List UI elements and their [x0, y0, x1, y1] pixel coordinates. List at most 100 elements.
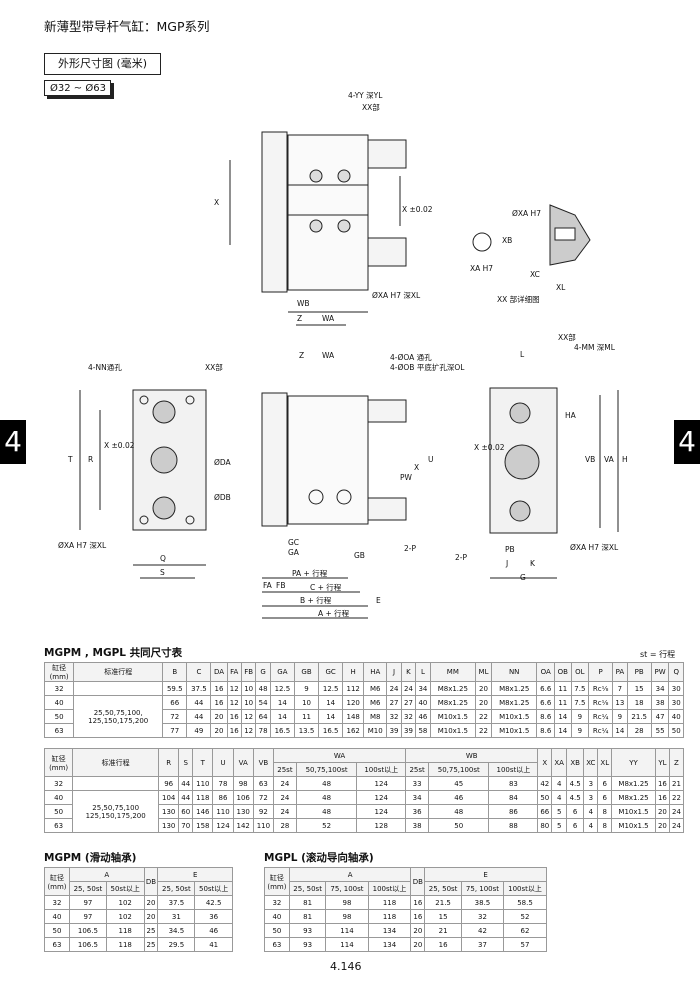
table-cell: 20 [210, 709, 228, 724]
table-cell: 37.5 [157, 895, 196, 910]
table-cell: M10x1.5 [490, 709, 538, 724]
svg-text:WB: WB [297, 299, 310, 308]
table-cell: 16 [226, 723, 242, 738]
table-subheader-cell: 100st以上 [503, 881, 547, 896]
table-cell: 98 [325, 895, 369, 910]
table-cell: 124 [356, 776, 407, 791]
table-cell: 6.6 [536, 695, 556, 710]
table-header-cell: E [157, 867, 233, 882]
table-cell: 102 [105, 909, 145, 924]
table-subheader-cell: 25, 50st [424, 881, 462, 896]
table-cell: 24 [400, 681, 417, 696]
table-cell: 98 [232, 776, 254, 791]
stroke-cell [73, 681, 164, 696]
table-cell: 21.5 [626, 709, 652, 724]
table-header-cell: XC [583, 748, 599, 777]
table-header-cell: XA [551, 748, 568, 777]
table-cell: 16 [210, 681, 228, 696]
bore-cell: 63 [43, 818, 74, 833]
table-header-cell: OL [570, 662, 590, 682]
table-cell: 97 [68, 909, 107, 924]
table-cell: 48 [255, 681, 271, 696]
table-cell: 20 [210, 723, 228, 738]
table-cell: 50 [537, 790, 553, 805]
svg-text:XA H7: XA H7 [470, 264, 493, 273]
svg-text:L: L [520, 350, 525, 359]
table-header-cell: X [537, 748, 553, 777]
stroke-unit-note: st = 行程 [640, 650, 676, 659]
table-cell: 4 [551, 776, 568, 791]
table-cell: 8.6 [536, 723, 556, 738]
table-cell: 146 [192, 804, 214, 819]
table-cell: 96 [158, 776, 180, 791]
table-header-cell: S [178, 748, 194, 777]
table-header-cell: DA [210, 662, 228, 682]
table-cell: M8x1.25 [611, 790, 656, 805]
table-cell: 63 [44, 937, 70, 952]
table-cell: M10x1.5 [429, 723, 477, 738]
table-cell: 31 [157, 909, 196, 924]
table-cell: 102 [105, 895, 145, 910]
svg-text:R: R [88, 455, 93, 464]
mgpm-table-title: MGPM (滑动轴承) [44, 852, 137, 864]
table-cell: 88 [488, 818, 539, 833]
table-cell: 106.5 [68, 937, 107, 952]
table-header-cell: P [588, 662, 614, 682]
table-cell: 8 [597, 804, 613, 819]
svg-text:E: E [376, 596, 381, 605]
table-subheader-cell: 50,75,100st [295, 762, 358, 777]
table-cell: Rc⅛ [588, 695, 614, 710]
svg-text:4-MM 深ML: 4-MM 深ML [574, 343, 616, 352]
bore-cell: 50 [43, 804, 74, 819]
table-header-cell: PB [626, 662, 652, 682]
svg-text:XX部: XX部 [205, 362, 223, 372]
table-cell: M10x1.5 [611, 818, 656, 833]
table-cell: 6 [597, 776, 613, 791]
table-cell: 8.6 [536, 709, 556, 724]
table-header-cell: L [415, 662, 431, 682]
svg-text:U: U [428, 455, 434, 464]
svg-text:2-P: 2-P [404, 544, 416, 553]
table-cell: 148 [342, 709, 365, 724]
top-view [229, 131, 407, 326]
table-cell: 14 [269, 709, 295, 724]
table-cell: 21 [668, 776, 685, 791]
table-cell: 6 [566, 818, 585, 833]
table-subheader-cell: 25st [272, 762, 297, 777]
table-cell: 46 [428, 790, 490, 805]
table-cell: 118 [105, 923, 145, 938]
table-header-cell: YL [654, 748, 670, 777]
table-header-cell: GC [318, 662, 344, 682]
table-header-cell: WB [405, 748, 539, 763]
svg-text:ØXA H7 深XL: ØXA H7 深XL [58, 541, 107, 550]
table-cell: 86 [488, 804, 539, 819]
stroke-cell: 25,50,75,100 125,150,175,200 [72, 790, 160, 833]
table-cell: 81 [288, 895, 327, 910]
table-cell: 52 [503, 909, 547, 924]
svg-text:XX 部详细图: XX 部详细图 [497, 294, 540, 304]
table-cell: 16.5 [318, 723, 344, 738]
table-cell: 9 [570, 723, 590, 738]
table-header-cell: FB [240, 662, 257, 682]
table-cell: 24 [668, 818, 685, 833]
table-header-cell: GB [293, 662, 320, 682]
table-cell: 5 [551, 818, 568, 833]
table-cell: 7.5 [570, 695, 590, 710]
svg-text:GA: GA [288, 548, 300, 557]
table-cell: 48 [295, 776, 358, 791]
svg-text:FB: FB [276, 581, 285, 590]
table-cell: 134 [367, 923, 412, 938]
table-cell: 24 [272, 804, 297, 819]
svg-text:WA: WA [322, 314, 335, 323]
table-cell: 58 [415, 723, 431, 738]
bore-cell: 32 [43, 681, 75, 696]
table-cell: 44 [186, 695, 212, 710]
table-cell: 20 [410, 937, 426, 952]
table-cell: 21.5 [424, 895, 462, 910]
table-cell: 30 [668, 681, 684, 696]
table-cell: 14 [318, 695, 344, 710]
table-header-cell: ML [475, 662, 492, 682]
